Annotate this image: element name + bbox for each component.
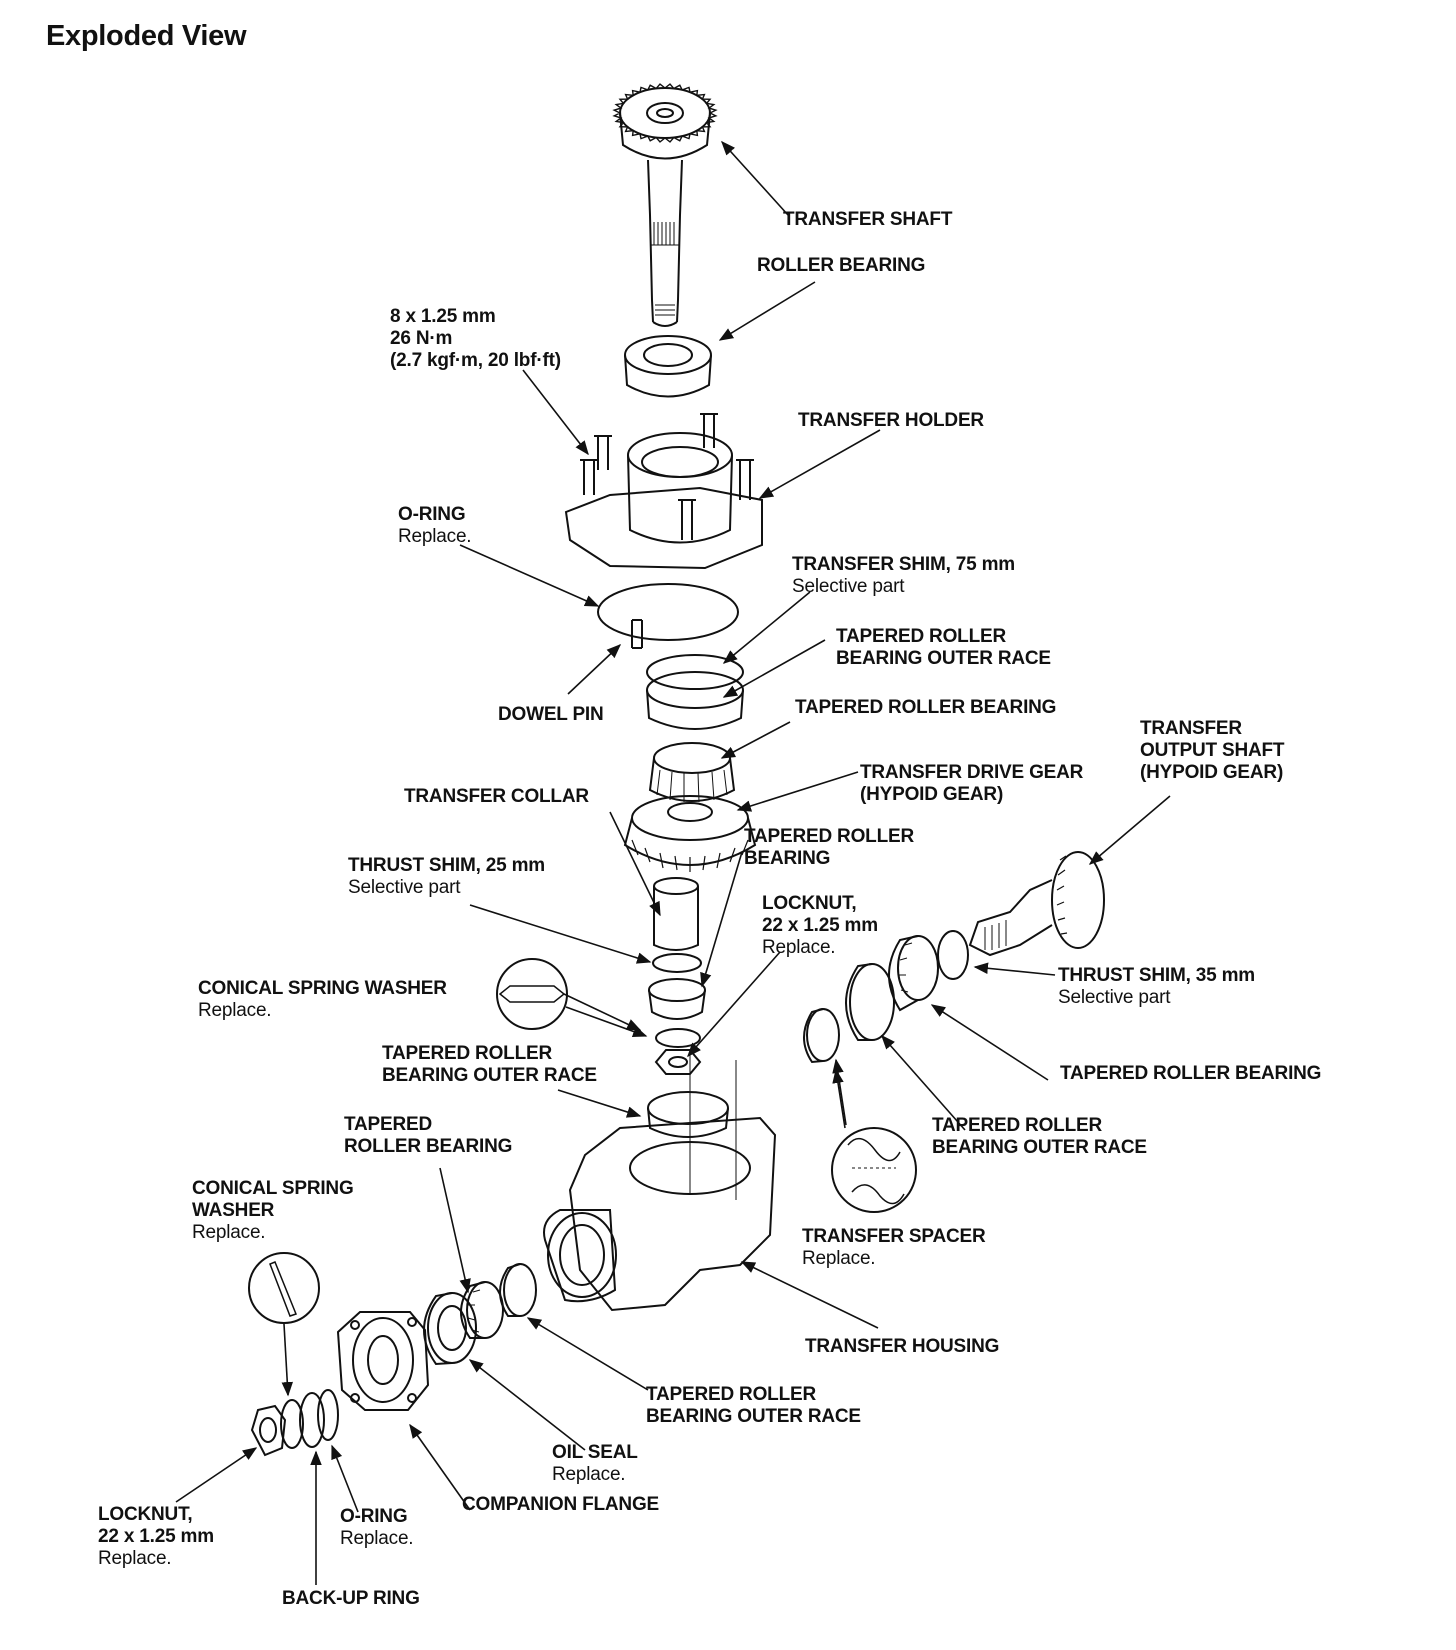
transfer-shaft-gear [619,87,711,139]
conical-washer-top-detail [496,958,568,1030]
thrust-shim-35-part [937,930,969,980]
transfer-holder-bolt-2 [580,459,598,495]
conical-washer-bottom-part [280,1399,304,1449]
transfer-holder-bolt-4 [736,459,754,500]
transfer-holder-collar-body [627,454,733,544]
label-locknut-bottom: LOCKNUT, 22 x 1.25 mm Replace. [98,1504,214,1569]
roller-bearing-outer-ring [624,335,712,375]
tr-bearing-1-part [648,742,736,803]
label-transfer-collar: TRANSFER COLLAR [404,786,589,807]
locknut-bottom-part [250,1404,287,1457]
transfer-holder-collar-inner [641,446,719,478]
label-thrust-shim-25: THRUST SHIM, 25 mm Selective part [348,855,545,898]
o-ring-bottom-part [317,1389,339,1441]
label-o-ring-bottom: O-RING Replace. [340,1506,414,1549]
tr-outer-race-2-part [647,1091,729,1138]
label-dowel-pin: DOWEL PIN [498,704,604,725]
roller-bearing-inner-ring [643,343,693,367]
label-transfer-spacer: TRANSFER SPACER Replace. [802,1226,986,1269]
label-oil-seal: OIL SEAL Replace. [552,1442,638,1485]
transfer-output-shaft-part [968,851,1105,957]
transfer-holder-part [564,413,763,570]
tr-outer-race-1-part [646,671,744,730]
label-locknut-top: LOCKNUT, 22 x 1.25 mm Replace. [762,893,878,958]
transfer-shaft-gear-hub [646,102,684,124]
label-conical-washer-bottom: CONICAL SPRING WASHER Replace. [192,1178,354,1243]
leader-arrows [175,140,1171,1585]
locknut-top-part [654,1049,702,1075]
label-roller-bearing: ROLLER BEARING [757,255,926,276]
thrust-shim-25-part [652,953,702,973]
transfer-shaft-body [647,159,683,327]
dowel-pin-part [631,619,643,649]
backup-ring-part [299,1392,325,1448]
transfer-holder-bolt-1 [594,435,612,470]
label-conical-washer-top: CONICAL SPRING WASHER Replace. [198,978,447,1021]
oil-seal-part [423,1292,477,1366]
tr-bearing-3-part [888,935,939,1012]
label-tr-bearing-4: TAPERED ROLLER BEARING [344,1114,513,1157]
conical-washer-bottom-detail [248,1252,320,1324]
label-bolt-spec: 8 x 1.25 mm 26 N·m (2.7 kgf·m, 20 lbf·ft… [390,306,561,371]
transfer-shaft-gear-teeth [612,83,718,143]
roller-bearing-body [624,354,712,398]
label-transfer-output-shaft: TRANSFER OUTPUT SHAFT (HYPOID GEAR) [1140,718,1285,783]
label-companion-flange: COMPANION FLANGE [462,1494,659,1515]
label-transfer-shaft: TRANSFER SHAFT [783,209,953,230]
label-tr-bearing-3: TAPERED ROLLER BEARING [1060,1063,1322,1084]
page-title: Exploded View [46,20,247,52]
transfer-housing-part [543,1055,777,1312]
label-o-ring-top: O-RING Replace. [398,504,472,547]
transfer-holder-bolt-5 [678,499,696,540]
label-backup-ring: BACK-UP RING [282,1588,420,1609]
transfer-shaft-gear-body [619,112,711,160]
transfer-spacer-detail [831,1127,917,1213]
label-tr-outer-race-bottom: TAPERED ROLLER BEARING OUTER RACE [646,1384,861,1427]
tr-outer-race-bottom-part [499,1263,537,1317]
companion-flange-part [336,1311,430,1411]
label-tr-bearing-1: TAPERED ROLLER BEARING [795,697,1057,718]
roller-bearing-part [624,335,712,398]
transfer-shim-75-part [646,654,744,690]
transfer-shaft-gear-bore [656,108,674,118]
label-tr-outer-race-1: TAPERED ROLLER BEARING OUTER RACE [836,626,1051,669]
transfer-shaft-part [612,83,718,327]
transfer-shaft-splines [651,222,679,246]
conical-washer-top-part [655,1028,701,1048]
transfer-collar-part [653,877,699,951]
label-transfer-holder: TRANSFER HOLDER [798,410,984,431]
transfer-spacer-part [803,1008,840,1064]
label-tr-outer-race-2: TAPERED ROLLER BEARING OUTER RACE [382,1043,597,1086]
o-ring-top-part [597,583,739,641]
label-transfer-drive-gear: TRANSFER DRIVE GEAR (HYPOID GEAR) [860,762,1084,805]
label-transfer-shim-75: TRANSFER SHIM, 75 mm Selective part [792,554,1015,597]
label-tr-outer-race-right: TAPERED ROLLER BEARING OUTER RACE [932,1115,1147,1158]
tr-bearing-2-part [648,978,706,1020]
transfer-drive-gear-part [623,795,757,872]
label-tr-bearing-2: TAPERED ROLLER BEARING [744,826,914,869]
transfer-holder-collar-top [627,432,733,478]
transfer-holder-flange [564,486,763,570]
transfer-shaft-thread [655,304,675,316]
transfer-holder-bolt-3 [700,413,718,448]
label-thrust-shim-35: THRUST SHIM, 35 mm Selective part [1058,965,1255,1008]
tr-outer-race-right-part [845,963,895,1041]
label-transfer-housing: TRANSFER HOUSING [805,1336,1000,1357]
